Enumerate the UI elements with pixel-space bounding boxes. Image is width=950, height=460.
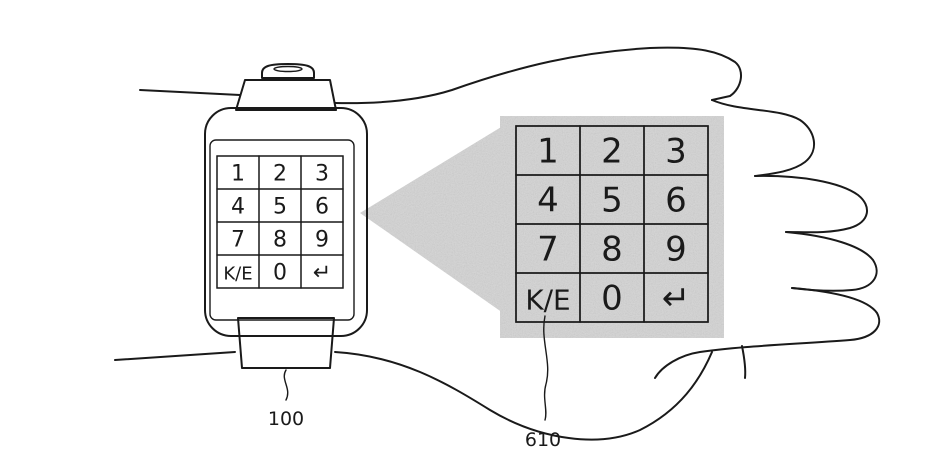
watch-key-label: 0 [273,260,287,285]
watch-crown [261,63,315,79]
projected-keypad-area [500,116,724,338]
projected-key-label: 7 [537,230,559,270]
watch-key-label: 6 [315,194,329,219]
watch-key-label: 4 [231,194,245,219]
watch-key-label: 1 [231,161,245,186]
projected-keypad: 1 2 3 4 5 6 7 8 9K/E 0 ↵ [515,125,709,323]
projected-key-label: 5 [601,181,623,221]
projected-key-label: ↵ [662,279,691,319]
watch-screen [209,139,355,321]
watch-key-label: 5 [273,194,287,219]
watch-key-label: 8 [273,227,287,252]
projected-key-label: 4 [537,181,559,221]
watch-upper-strap [235,79,337,111]
arm-outline [114,46,881,441]
watch-case [204,107,368,337]
watch-key-cell [300,254,344,289]
projected-key-cell [643,272,709,323]
projected-key-label: 3 [665,132,687,172]
projected-key-label: 2 [601,132,623,172]
projection-reference-label: 610 [525,429,561,451]
leader-line-projection [543,315,549,421]
device-reference-label: 100 [268,408,304,430]
watch-key-label: K/E [223,263,252,284]
watch-key-label: 7 [231,227,245,252]
projected-key-label: K/E [525,284,570,317]
projected-key-label: 8 [601,230,623,270]
projected-key-label: 1 [537,132,559,172]
projection-beam [360,118,516,322]
watch-lower-strap [237,317,335,369]
leader-line-device [283,369,289,401]
smartwatch-device [204,63,368,369]
projected-key-label: 6 [665,181,687,221]
watch-keypad: 1 2 3 4 5 6 7 8 9K/E 0 ↵ [216,155,344,289]
projected-key-label: 9 [665,230,687,270]
projected-key-label: 0 [601,279,623,319]
watch-key-label: ↵ [313,260,331,285]
watch-key-label: 2 [273,161,287,186]
watch-key-label: 3 [315,161,329,186]
watch-key-label: 9 [315,227,329,252]
